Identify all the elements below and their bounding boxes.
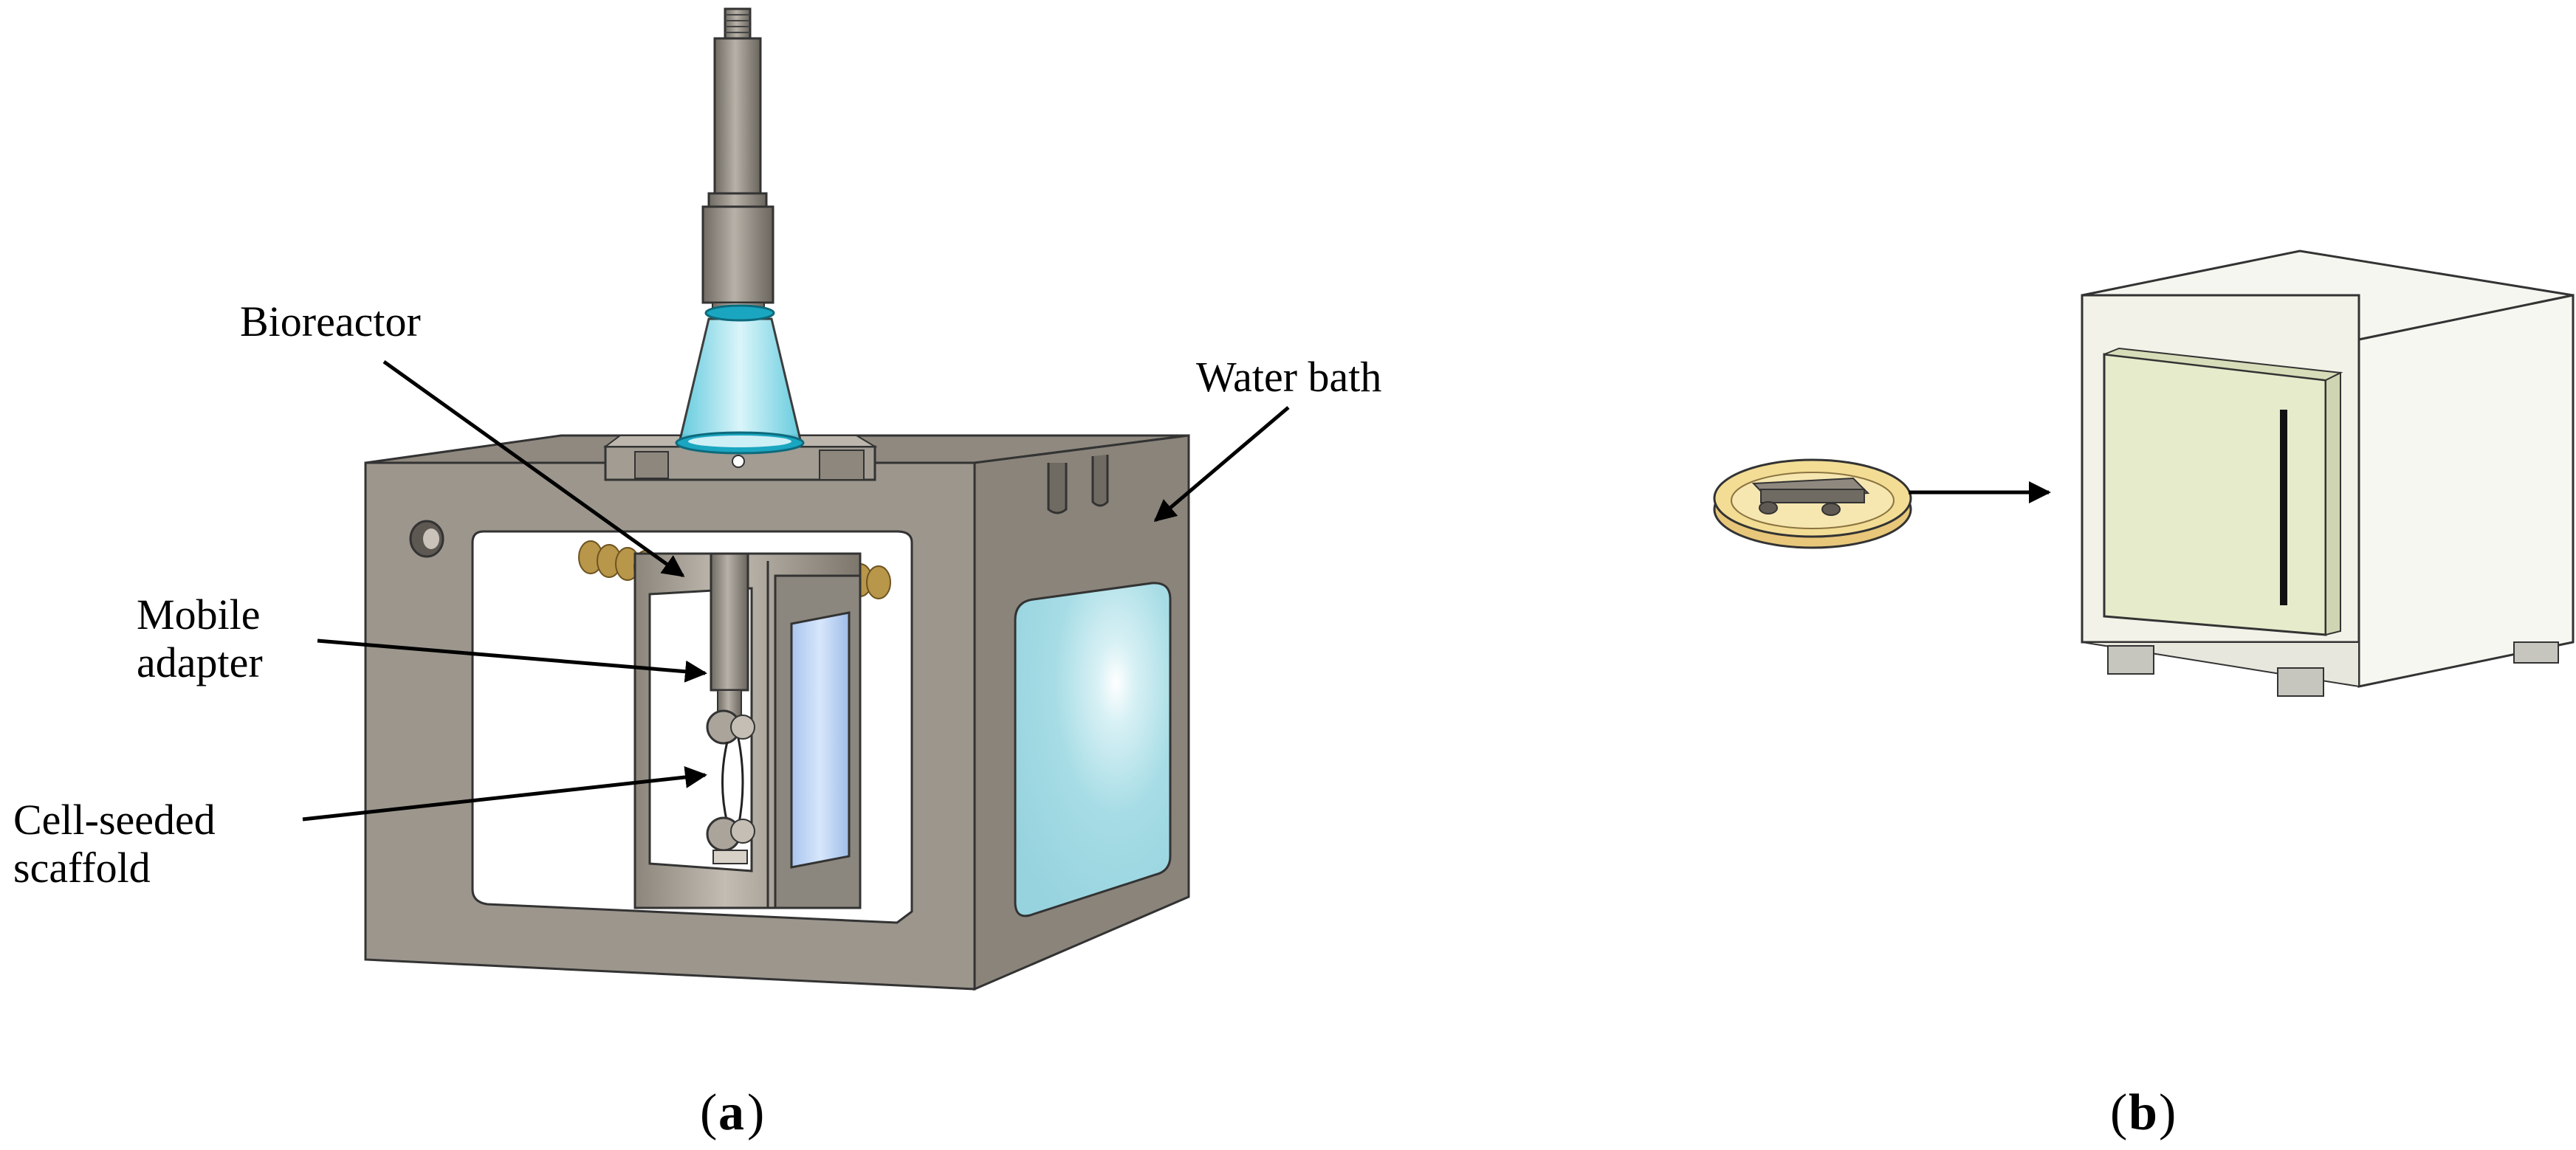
arrow-cell-seeded	[302, 766, 707, 822]
arrow-bioreactor	[382, 359, 685, 578]
actuator-column	[701, 7, 775, 322]
water-bath-slot	[1047, 463, 1068, 514]
panel-a: Bioreactor Water bath Mobile adapter Cel…	[13, 7, 1381, 1141]
top-mount-hole	[732, 455, 745, 468]
caption-b-open: (	[2110, 1084, 2127, 1141]
incubator-foot	[2277, 667, 2324, 697]
incubator-side	[2357, 294, 2575, 688]
actuator-rod	[713, 37, 762, 195]
incubator-foot	[2513, 641, 2559, 664]
arrow-mobile-adapter	[317, 638, 707, 683]
dish-scaffold-foot	[1821, 503, 1841, 516]
incubator-door-handle	[2280, 410, 2287, 605]
water-bath-slot	[1091, 455, 1109, 507]
caption-a-close: )	[747, 1084, 764, 1141]
incubator-door	[2103, 353, 2327, 636]
water-bath-housing	[364, 434, 1190, 991]
chamber-glass	[790, 611, 851, 869]
light-cone	[675, 317, 805, 455]
label-cell-seeded-line2: scaffold	[13, 844, 151, 892]
caption-b-close: )	[2159, 1084, 2176, 1141]
top-mount-block	[819, 450, 865, 481]
incubator	[2081, 249, 2575, 697]
annotation-layer: Bioreactor Water bath Mobile adapter Cel…	[13, 297, 1381, 892]
cell-seeded-scaffold	[721, 737, 744, 827]
incubator-door-top	[2103, 347, 2343, 382]
panel-b: ( b )	[1713, 249, 2575, 1141]
load-cell-block	[701, 205, 774, 304]
label-mobile-adapter-line2: adapter	[137, 638, 263, 686]
incubator-foot	[2107, 645, 2154, 675]
actuator-thread	[724, 7, 752, 40]
caption-a-open: (	[700, 1084, 717, 1141]
top-mount	[603, 435, 878, 481]
actuator-collar	[707, 192, 768, 208]
label-mobile-adapter-line1: Mobile	[137, 591, 261, 638]
water-bath-window	[1014, 582, 1172, 917]
dish-scaffold-holder-front	[1760, 489, 1865, 503]
bioreactor-chamber	[578, 540, 891, 909]
dish-scaffold-foot	[1759, 501, 1778, 514]
label-water-bath: Water bath	[1196, 353, 1381, 401]
incubator-door-edge	[2325, 371, 2341, 636]
water-bath-port-inner	[423, 528, 439, 549]
label-cell-seeded-line1: Cell-seeded	[13, 796, 216, 844]
top-mount-block	[634, 451, 669, 479]
label-bioreactor: Bioreactor	[240, 297, 421, 345]
arrow-water-bath	[1153, 406, 1290, 522]
scaffold-pin-bottom-back	[730, 819, 755, 844]
scaffold-pin-top-back	[730, 715, 755, 740]
petri-dish	[1713, 458, 1912, 549]
scaffold-base	[712, 850, 748, 864]
caption-b-letter: b	[2129, 1084, 2157, 1141]
mobile-adapter-rod	[710, 552, 749, 692]
sealing-ring	[704, 304, 775, 322]
caption-a-letter: a	[718, 1084, 744, 1141]
